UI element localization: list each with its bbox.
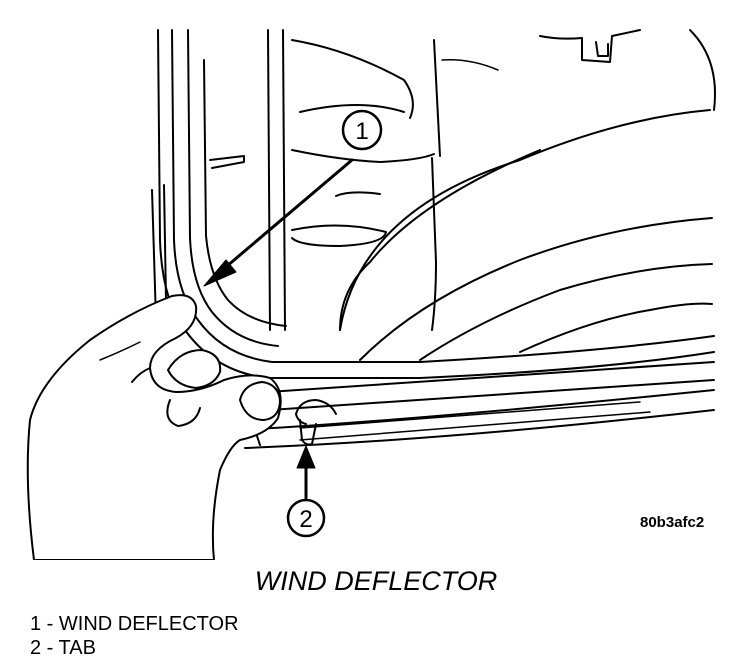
callout-1-number: 1 [355, 118, 368, 145]
tab-part [295, 399, 337, 446]
legend-item-1: 1 - WIND DEFLECTOR [30, 613, 239, 635]
figure-id-code: 80b3afc2 [640, 514, 705, 531]
legend: 1 - WIND DEFLECTOR 2 - TAB [30, 612, 239, 660]
hand-illustration [26, 294, 282, 561]
callout-2-arrow [296, 445, 316, 500]
callout-1: 1 [341, 109, 383, 151]
seat-outline [209, 29, 716, 361]
callout-1-arrow [203, 158, 354, 287]
wind-deflector-illustration: 1 2 [26, 29, 716, 561]
door-frame [151, 29, 715, 449]
callout-2: 2 [286, 498, 326, 538]
callout-2-number: 2 [299, 506, 312, 533]
legend-item-2: 2 - TAB [30, 637, 96, 659]
figure-title: WIND DEFLECTOR [254, 566, 498, 596]
